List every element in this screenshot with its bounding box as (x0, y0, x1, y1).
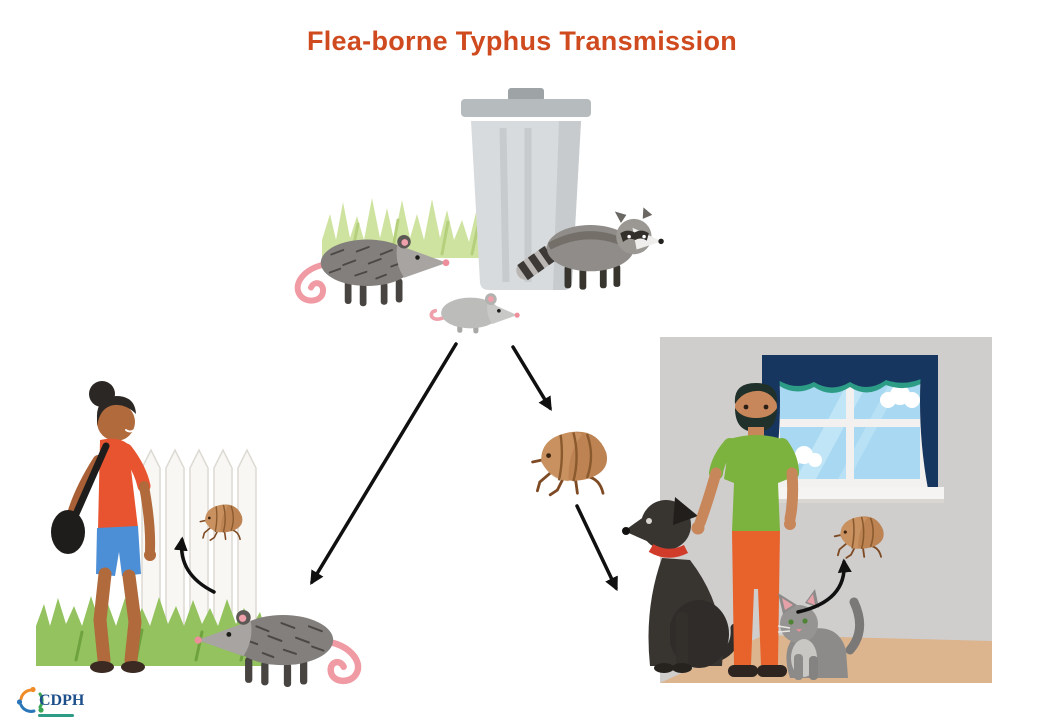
woman-reaching-icon (51, 381, 156, 673)
flea-icon (197, 499, 247, 542)
arrow-rodents-to-opossum (310, 342, 458, 585)
opossum-icon (194, 594, 364, 691)
sitting-dog-icon (622, 497, 740, 673)
cdph-logo-swoosh (38, 714, 74, 717)
raccoon-icon (516, 207, 664, 290)
arrow-flea-to-home (575, 504, 618, 592)
opossum-icon (292, 220, 450, 310)
cdph-logo-icon (16, 686, 44, 713)
sitting-cat-icon (777, 589, 865, 680)
arrow-rodents-to-flea (511, 345, 552, 411)
man-petting-dog-icon (691, 383, 799, 677)
cdph-logo: CDPH (16, 686, 85, 717)
flea-icon (831, 510, 889, 560)
flea-icon (527, 422, 615, 498)
curtained-window-icon (756, 355, 944, 503)
page-title: Flea-borne Typhus Transmission (306, 26, 738, 56)
rat-icon (429, 293, 520, 334)
cdph-logo-text: CDPH (39, 692, 85, 709)
trash-can-icon (461, 88, 591, 290)
